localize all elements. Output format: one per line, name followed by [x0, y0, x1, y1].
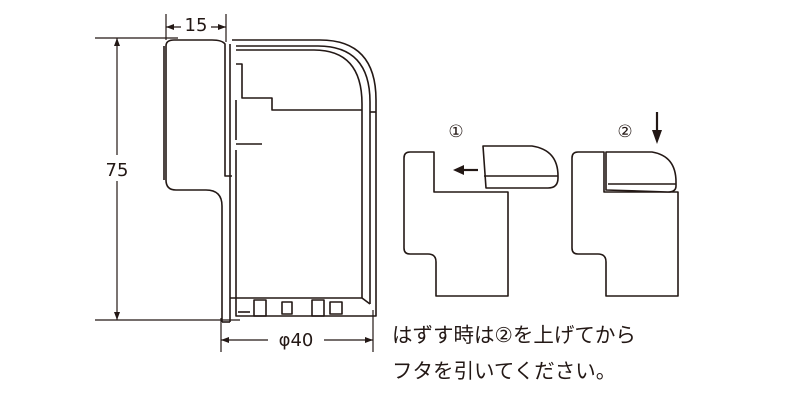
instruction-line-2: フタを引いてください。 — [392, 359, 617, 383]
height-label-bg — [98, 155, 136, 181]
instruction-line-1: はずす時は②を上げてから — [392, 323, 636, 347]
step-2-illustration — [571, 112, 679, 297]
fitting-cross-section — [163, 39, 377, 323]
step-1-illustration — [403, 145, 559, 297]
diameter-dimension-label: φ40 — [279, 330, 314, 351]
height-dimension-label: 75 — [106, 160, 129, 181]
step-2-number: ② — [617, 122, 632, 142]
width-dimension-label: 15 — [185, 15, 208, 36]
diameter-label-bg — [268, 328, 324, 350]
step-1-number: ① — [448, 122, 463, 142]
width-label-bg — [181, 14, 211, 34]
